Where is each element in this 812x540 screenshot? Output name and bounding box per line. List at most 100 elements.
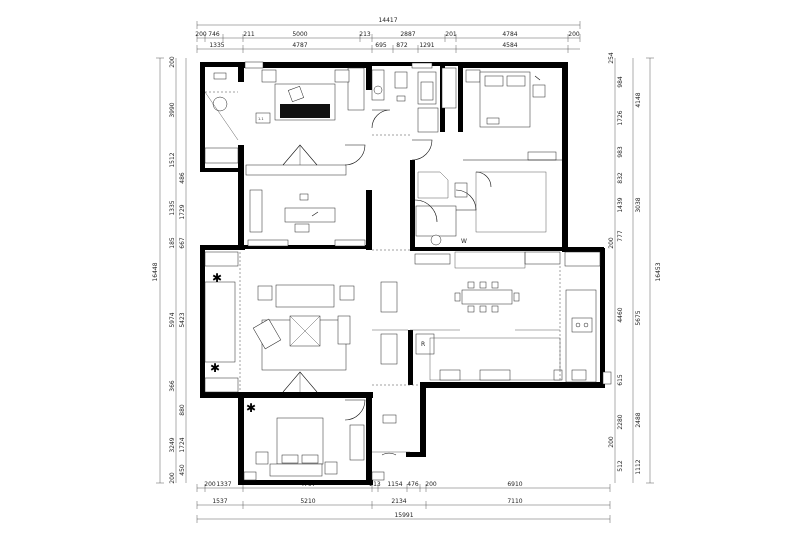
right-row2-dim-2: 3038 bbox=[635, 197, 642, 212]
right-row2-dim-3: 5675 bbox=[635, 310, 642, 325]
right-dim-11: 2280 bbox=[617, 414, 624, 429]
top-dimensions: 14417 200 746 211 5000 213 2887 201 4784… bbox=[195, 17, 581, 53]
desk-icon bbox=[284, 207, 336, 223]
sink-icon bbox=[571, 369, 587, 381]
top-row1-dim-8: 4784 bbox=[502, 31, 517, 38]
right-dim-8: 200 bbox=[608, 237, 615, 249]
right-dim-9: 4460 bbox=[617, 307, 624, 322]
top-row1-dim-1: 200 bbox=[195, 31, 207, 38]
right-dim-3: 1726 bbox=[617, 110, 624, 125]
door-swing-icon bbox=[344, 399, 366, 421]
plant-icon: ✱ bbox=[212, 271, 222, 285]
right-dim-4: 983 bbox=[617, 146, 624, 158]
corridor bbox=[372, 134, 433, 251]
bottom-row1-dim-2: 1337 bbox=[216, 481, 231, 488]
entry-hall bbox=[372, 281, 420, 456]
left-dim-9: 5974 bbox=[169, 312, 176, 327]
right-row2-dim-1: 4148 bbox=[635, 92, 642, 107]
bottom-row2-dim-2: 5210 bbox=[300, 498, 315, 505]
right-dim-7: 777 bbox=[617, 230, 624, 242]
bathroom-2: W bbox=[414, 171, 547, 246]
w-label: W bbox=[461, 238, 467, 245]
bottom-row1-dim-8: 6910 bbox=[507, 481, 522, 488]
shower-icon bbox=[417, 171, 449, 199]
bottom-total-dim: 15991 bbox=[394, 512, 413, 519]
right-dim-13: 512 bbox=[617, 460, 624, 472]
top-row2-dim-4: 872 bbox=[396, 42, 408, 49]
right-dim-12: 200 bbox=[608, 436, 615, 448]
right-dim-1: 254 bbox=[608, 52, 615, 64]
sink-icon bbox=[373, 85, 383, 95]
top-row1-dim-2: 746 bbox=[208, 31, 220, 38]
chair-icon bbox=[212, 96, 228, 112]
top-row1-dim-7: 201 bbox=[445, 31, 457, 38]
left-dim-5: 486 bbox=[179, 172, 186, 184]
top-row2-dim-5: 1291 bbox=[419, 42, 434, 49]
right-dim-6: 1439 bbox=[617, 197, 624, 212]
top-row2-dim-2: 4787 bbox=[292, 42, 307, 49]
top-total-dim: 14417 bbox=[378, 17, 397, 24]
stove-icon bbox=[571, 317, 593, 333]
plant-icon: ✱ bbox=[210, 361, 220, 375]
door-swing-icon bbox=[414, 199, 438, 223]
toilet-icon bbox=[394, 71, 408, 89]
sink-icon bbox=[430, 234, 442, 246]
door-swing-icon bbox=[344, 144, 366, 166]
bedroom-2 bbox=[463, 69, 562, 161]
bathroom-1 bbox=[371, 69, 439, 133]
left-dim-15: 200 bbox=[169, 472, 176, 484]
dining-table-icon bbox=[461, 289, 513, 305]
right-dim-10: 615 bbox=[617, 374, 624, 386]
left-dim-2: 3990 bbox=[169, 102, 176, 117]
bottom-row2-dim-1: 1537 bbox=[212, 498, 227, 505]
left-dim-13: 3249 bbox=[169, 437, 176, 452]
top-row1-dim-3: 211 bbox=[243, 31, 255, 38]
left-dim-8: 185 bbox=[169, 237, 176, 249]
top-row2-dim-1: 1335 bbox=[209, 42, 224, 49]
study-room bbox=[249, 189, 336, 233]
closet-room bbox=[204, 72, 239, 141]
right-dim-5: 832 bbox=[617, 172, 624, 184]
bottom-row1-dim-4: 213 bbox=[369, 481, 381, 488]
walls bbox=[200, 62, 605, 485]
right-dimensions: 16453 254 984 1726 983 832 1439 777 200 … bbox=[608, 52, 662, 484]
bottom-row2-dim-4: 7110 bbox=[507, 498, 522, 505]
left-dim-3: 1512 bbox=[169, 152, 176, 167]
top-row2-dim-6: 4584 bbox=[502, 42, 517, 49]
left-dim-1: 200 bbox=[169, 56, 176, 68]
door-swing-icon bbox=[411, 139, 433, 161]
top-row2-dim-3: 695 bbox=[375, 42, 387, 49]
right-dim-2: 984 bbox=[617, 76, 624, 88]
windows-cabinets bbox=[204, 61, 601, 461]
door-swing-icon bbox=[455, 189, 477, 211]
door-swing-icon bbox=[371, 109, 391, 129]
bottom-row1-dim-1: 200 bbox=[204, 481, 216, 488]
left-dimensions: 16448 200 3990 1512 1335 486 1729 667 18… bbox=[152, 56, 187, 484]
door-swing-icon bbox=[475, 171, 492, 188]
living-room: ✱ ✱ ✱ bbox=[204, 252, 355, 415]
bottom-row1-dim-5: 1154 bbox=[387, 481, 402, 488]
left-dim-14: 1724 bbox=[179, 437, 186, 452]
bottom-bedroom bbox=[243, 399, 385, 481]
bottom-row2-dim-3: 2134 bbox=[391, 498, 406, 505]
door-swing-icon bbox=[381, 452, 397, 456]
bottom-dimensions: 200 1337 4797 213 1154 476 200 6910 1537… bbox=[196, 481, 611, 523]
top-row1-dim-4: 5000 bbox=[292, 31, 307, 38]
left-dim-6: 1729 bbox=[179, 204, 186, 219]
left-dim-12: 880 bbox=[179, 404, 186, 416]
bottom-row1-dim-6: 476 bbox=[407, 481, 419, 488]
svg-text:1.1: 1.1 bbox=[258, 117, 264, 121]
top-row1-dim-9: 200 bbox=[568, 31, 580, 38]
right-row2-dim-4: 2488 bbox=[635, 412, 642, 427]
right-total-dim: 16453 bbox=[655, 262, 662, 281]
sofa-icon bbox=[275, 284, 335, 308]
left-dim-16: 450 bbox=[179, 464, 186, 476]
left-dim-10: 5423 bbox=[179, 312, 186, 327]
left-dim-11: 366 bbox=[169, 380, 176, 392]
dining-kitchen: R bbox=[410, 251, 612, 385]
right-row2-dim-5: 1112 bbox=[635, 459, 642, 474]
left-total-dim: 16448 bbox=[152, 262, 159, 281]
top-row1-dim-6: 2887 bbox=[400, 31, 415, 38]
toilet-icon bbox=[454, 182, 468, 198]
